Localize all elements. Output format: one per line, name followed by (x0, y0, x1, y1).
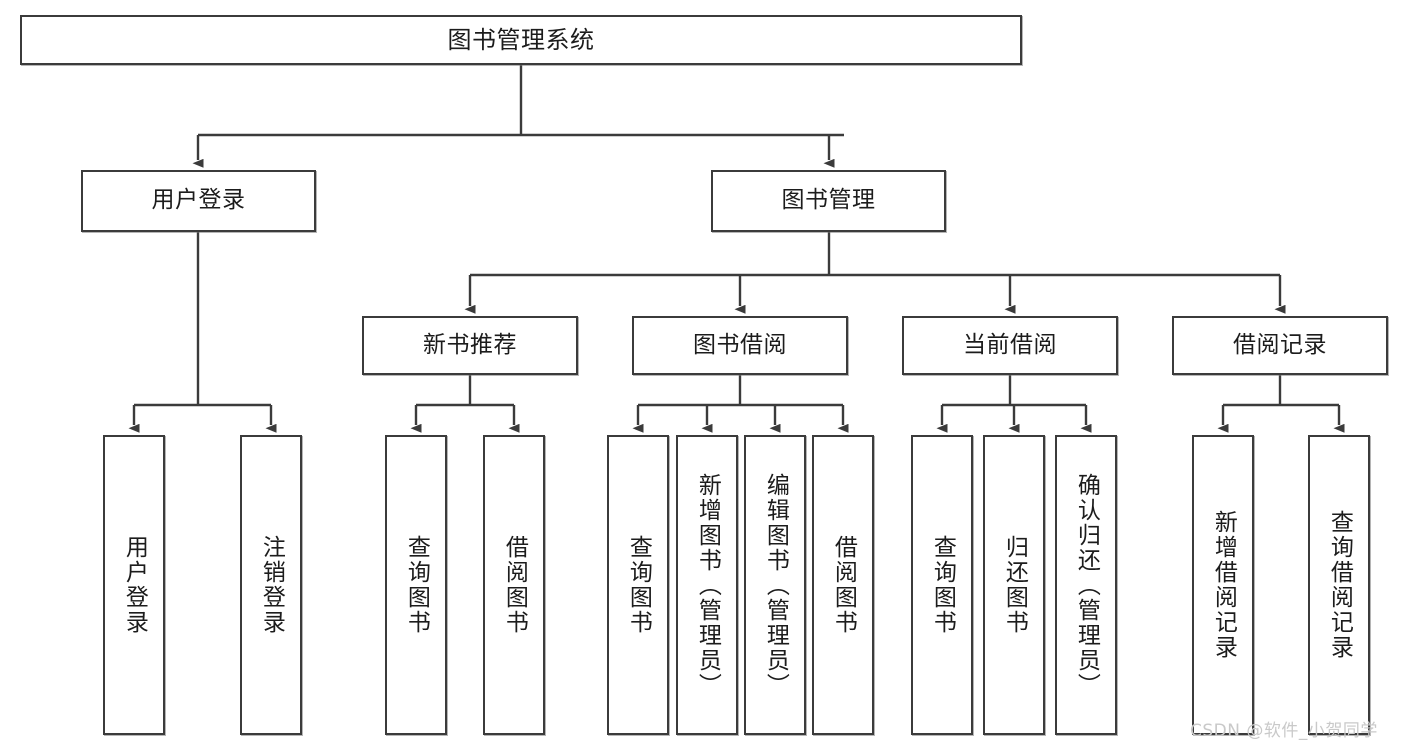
node-level3-4[interactable]: 借阅记录 (1172, 316, 1388, 375)
node-root[interactable]: 图书管理系统 (20, 15, 1022, 65)
node-leaf-8-label: 借阅图书 (830, 535, 857, 635)
node-leaf-2-label: 注销登录 (258, 535, 285, 635)
node-leaf-4-label: 借阅图书 (501, 535, 528, 635)
node-leaf-13-label: 查询借阅记录 (1326, 510, 1353, 660)
node-leaf-8[interactable]: 借阅图书 (812, 435, 874, 735)
node-level2-2-label: 图书管理 (781, 187, 876, 214)
node-leaf-5-label: 查询图书 (625, 535, 652, 635)
node-leaf-10-label: 归还图书 (1001, 535, 1028, 635)
node-leaf-1-label: 用户登录 (121, 535, 148, 635)
node-level3-4-label: 借阅记录 (1233, 331, 1327, 358)
node-leaf-9[interactable]: 查询图书 (911, 435, 973, 735)
node-leaf-10[interactable]: 归还图书 (983, 435, 1045, 735)
node-level3-2-label: 图书借阅 (693, 331, 787, 358)
node-level3-1-label: 新书推荐 (423, 331, 517, 358)
node-leaf-7-label: 编辑图书（管理员） (762, 472, 789, 698)
node-leaf-5[interactable]: 查询图书 (607, 435, 669, 735)
node-leaf-2[interactable]: 注销登录 (240, 435, 302, 735)
node-leaf-4[interactable]: 借阅图书 (483, 435, 545, 735)
node-leaf-13[interactable]: 查询借阅记录 (1308, 435, 1370, 735)
node-level3-3-label: 当前借阅 (963, 331, 1057, 358)
node-leaf-11-label: 确认归还（管理员） (1073, 472, 1100, 698)
node-level2-1[interactable]: 用户登录 (81, 170, 316, 232)
csdn-watermark: CSDN @软件_小贺同学 (1190, 721, 1378, 741)
node-root-label: 图书管理系统 (447, 25, 595, 54)
node-leaf-6[interactable]: 新增图书（管理员） (676, 435, 738, 735)
node-leaf-1[interactable]: 用户登录 (103, 435, 165, 735)
node-leaf-3-label: 查询图书 (403, 535, 430, 635)
node-level3-3[interactable]: 当前借阅 (902, 316, 1118, 375)
node-leaf-12-label: 新增借阅记录 (1210, 510, 1237, 660)
node-level2-2[interactable]: 图书管理 (711, 170, 946, 232)
node-level2-1-label: 用户登录 (151, 187, 246, 214)
node-leaf-6-label: 新增图书（管理员） (694, 472, 721, 698)
node-leaf-12[interactable]: 新增借阅记录 (1192, 435, 1254, 735)
node-leaf-11[interactable]: 确认归还（管理员） (1055, 435, 1117, 735)
node-level3-1[interactable]: 新书推荐 (362, 316, 578, 375)
node-leaf-3[interactable]: 查询图书 (385, 435, 447, 735)
node-leaf-9-label: 查询图书 (929, 535, 956, 635)
node-level3-2[interactable]: 图书借阅 (632, 316, 848, 375)
node-leaf-7[interactable]: 编辑图书（管理员） (744, 435, 806, 735)
